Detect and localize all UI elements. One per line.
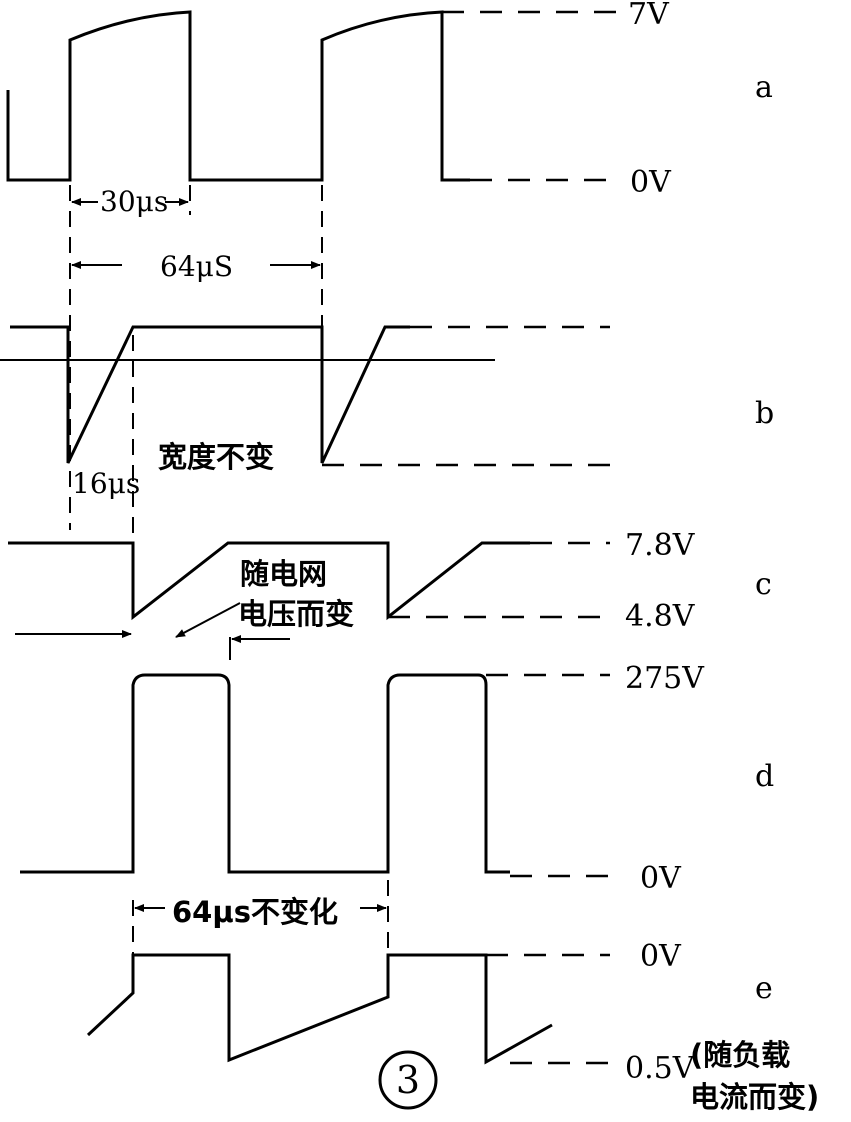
- waveform-c-note-line1: 随电网: [240, 557, 327, 591]
- waveform-d-low-label: 0V: [640, 861, 682, 896]
- waveform-b-note: 宽度不变: [158, 440, 274, 474]
- waveform-a-label: a: [755, 70, 773, 105]
- period-label: 64μS: [160, 250, 233, 283]
- waveform-c-low-label: 4.8V: [625, 599, 696, 634]
- waveform-e-high-label: 0V: [640, 939, 682, 974]
- waveform-b: [0, 325, 610, 467]
- waveform-e-low-label: 0.5V: [625, 1051, 696, 1086]
- waveform-d-period-label: 64μs不变化: [172, 895, 338, 929]
- waveform-d: [20, 673, 610, 878]
- pulse-width-label: 30μs: [100, 185, 168, 218]
- waveform-e-note-line1: (随负载: [690, 1038, 790, 1072]
- waveform-e-label: e: [755, 971, 773, 1006]
- waveform-b-pulse-label: 16μs: [72, 467, 140, 500]
- waveform-a: [6, 10, 620, 182]
- waveform-c-label: c: [755, 567, 772, 602]
- waveform-c-high-label: 7.8V: [625, 528, 696, 563]
- waveform-a-high-label: 7V: [628, 0, 670, 32]
- waveform-c-note-line2: 电压而变: [238, 597, 354, 631]
- waveform-c: [8, 541, 610, 621]
- waveform-b-label: b: [755, 396, 774, 431]
- waveform-a-low-label: 0V: [630, 165, 672, 200]
- waveform-e-note-line2: 电流而变): [690, 1080, 819, 1114]
- waveform-d-high-label: 275V: [625, 661, 705, 696]
- figure-number-text: 3: [396, 1058, 420, 1102]
- figure-number: 3: [378, 1050, 438, 1110]
- waveform-d-label: d: [755, 759, 774, 794]
- timing-guides: [69, 185, 389, 955]
- waveform-e: [86, 953, 610, 1065]
